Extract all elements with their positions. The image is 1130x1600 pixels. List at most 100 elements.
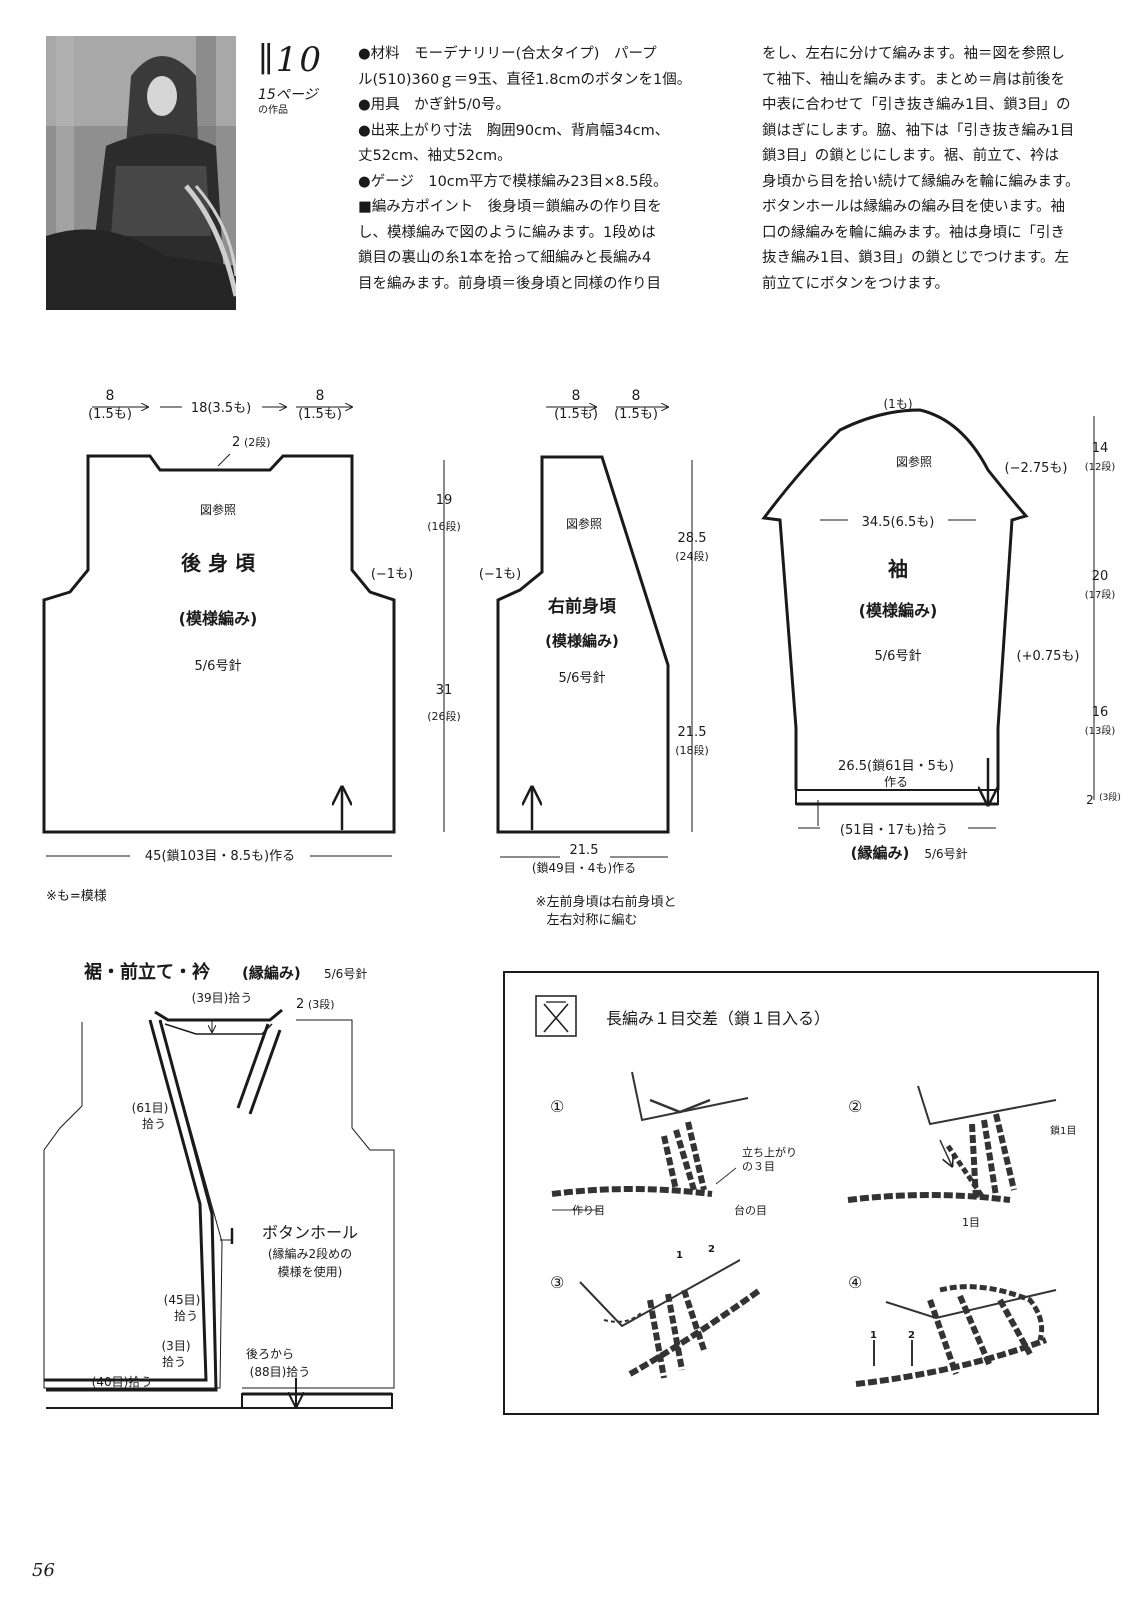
front-top-right-width: 8 bbox=[632, 388, 641, 404]
instruction-line: ボタンホールは縁編みの編み目を使います。袖 bbox=[762, 199, 1066, 215]
front-stitch: (模様編み) bbox=[545, 632, 619, 650]
back-armhole-decrease: (−1も) bbox=[371, 567, 413, 582]
front-note-1: ※左前身頃は右前身頃と bbox=[536, 894, 677, 910]
lower-front-pickup-2: 拾う bbox=[174, 1308, 198, 1323]
back-top-right-width: 8 bbox=[316, 388, 325, 404]
step3-illustration bbox=[579, 1259, 762, 1379]
border-neck-pickup: (39目)拾う bbox=[192, 990, 253, 1005]
stitch-box bbox=[503, 971, 1099, 1415]
instruction-line: 中表に合わせて「引き抜き編み1目、鎖3目」の bbox=[762, 97, 1071, 113]
collar-height: 2 bbox=[296, 997, 304, 1012]
front-note-2: 左右対称に編む bbox=[546, 912, 637, 928]
back-hook: 5/6号針 bbox=[195, 659, 242, 674]
step1-chain-label: 作り目 bbox=[572, 1204, 605, 1217]
step4-arrow-2-label: 2 bbox=[908, 1330, 915, 1341]
front-outline bbox=[496, 455, 670, 834]
instruction-line: ●材料 モーデナリリー(合太タイプ) パープ bbox=[358, 46, 657, 62]
back-name: 後 身 頃 bbox=[181, 551, 256, 575]
step2-one-label: 1目 bbox=[962, 1216, 980, 1229]
sleeve-ref: 図参照 bbox=[896, 454, 932, 469]
front-lower-rows: (18段) bbox=[675, 743, 709, 757]
instruction-line: ル(510)360ｇ＝9玉、直径1.8cmのボタンを1個。 bbox=[358, 71, 692, 88]
sleeve-lower-height: 16 bbox=[1092, 705, 1109, 720]
sleeve-width: 34.5(6.5も) bbox=[862, 515, 935, 530]
step4-number: ④ bbox=[848, 1273, 862, 1292]
model-photo bbox=[46, 36, 236, 310]
step2-ch1-label: 鎖1目 bbox=[1050, 1124, 1076, 1137]
front-hook: 5/6号針 bbox=[559, 671, 606, 686]
front-pickup: (61目) bbox=[132, 1101, 169, 1115]
sleeve-cap-rows: (12段) bbox=[1085, 460, 1116, 473]
instruction-line: て袖下、袖山を編みます。まとめ＝肩は前後を bbox=[762, 71, 1066, 88]
step2-illustration bbox=[847, 1085, 1057, 1203]
sleeve-stitch: (模様編み) bbox=[859, 601, 938, 620]
legend-note: ※も=模様 bbox=[46, 889, 107, 904]
back-upper-height: 19 bbox=[436, 493, 453, 508]
instruction-line: 口の縁編みを輪に編みます。袖は身頃に「引き bbox=[762, 224, 1066, 241]
instruction-line: し、模様編みで図のように編みます。1段めは bbox=[358, 224, 656, 241]
back-neck-width: 18(3.5も) bbox=[191, 401, 251, 416]
step3-arrow-1-label: 1 bbox=[676, 1250, 683, 1261]
sleeve-edging-hook: 5/6号針 bbox=[924, 846, 967, 861]
step1-illustration bbox=[551, 1071, 749, 1211]
back-top-left-width: 8 bbox=[106, 388, 115, 404]
sleeve-pickup: (51目・17も)拾う bbox=[840, 823, 948, 838]
back-lower-rows: (26段) bbox=[427, 709, 461, 723]
sleeve-mid-rows: (17段) bbox=[1085, 588, 1116, 601]
sleeve-top: (1も) bbox=[884, 397, 913, 411]
instruction-line: ●出来上がり寸法 胸囲90cm、背肩幅34cm、 bbox=[358, 122, 670, 139]
front-ref: 図参照 bbox=[566, 516, 602, 531]
page-reference-page: 15ページ bbox=[258, 87, 318, 103]
sleeve-cuff-start: 26.5(鎖61目・5も) bbox=[838, 758, 954, 774]
instruction-line: 前立てにボタンをつけます。 bbox=[762, 275, 950, 292]
back-stitch: (模様編み) bbox=[179, 609, 258, 628]
instruction-line: ●用具 かぎ針5/0号。 bbox=[358, 97, 510, 113]
instructions-column-1: ●材料 モーデナリリー(合太タイプ) パープ ル(510)360ｇ＝9玉、直径1… bbox=[358, 42, 730, 297]
sleeve-cuff bbox=[795, 789, 999, 805]
front-top-left-pattern: (1.5も) bbox=[554, 407, 598, 422]
front-bottom-chain: (鎖49目・4も)作る bbox=[532, 860, 636, 875]
sleeve-name: 袖 bbox=[888, 557, 908, 581]
step4-arrow-1-label: 1 bbox=[870, 1330, 877, 1341]
step1-base-label: 台の目 bbox=[734, 1203, 767, 1217]
buttonhole-label: ボタンホール bbox=[262, 1223, 358, 1242]
back-upper-rows: (16段) bbox=[427, 519, 461, 533]
back-ref: 図参照 bbox=[200, 502, 236, 517]
buttonhole-sub-1: (縁編み2段めの bbox=[268, 1246, 352, 1261]
back-top-right-pattern: (1.5も) bbox=[298, 407, 342, 422]
sleeve-lower-rows: (13段) bbox=[1085, 724, 1116, 737]
stitch-title: 長編み１目交差（鎖１目入る） bbox=[606, 1009, 830, 1028]
border-front-band bbox=[44, 1019, 208, 1382]
instructions-column-2: をし、左右に分けて編みます。袖＝図を参照し て袖下、袖山を編みます。まとめ＝肩は… bbox=[762, 42, 1107, 297]
back-neck-depth: 2 bbox=[232, 435, 240, 450]
back-bottom-width: 45(鎖103目・8.5も)作る bbox=[145, 848, 295, 864]
sleeve-increase: (+0.75も) bbox=[1017, 649, 1080, 664]
collar-rows: (3段) bbox=[308, 997, 335, 1011]
sleeve-cuff-make: 作る bbox=[884, 775, 908, 789]
page-number: 56 bbox=[32, 1560, 55, 1581]
front-bottom-width: 21.5 bbox=[570, 843, 599, 858]
front-top-left-width: 8 bbox=[572, 388, 581, 404]
front-upper-height: 28.5 bbox=[678, 531, 707, 546]
border-hook: 5/6号針 bbox=[324, 966, 367, 981]
corner-pickup-2: 拾う bbox=[162, 1354, 186, 1369]
instruction-line: 抜き編み1目、鎖3目」の鎖とじでつけます。左 bbox=[762, 250, 1069, 266]
back-hem-pickup-2: (88目)拾う bbox=[250, 1364, 311, 1379]
front-name: 右前身頃 bbox=[548, 596, 617, 617]
step3-arrow-2-label: 2 bbox=[708, 1244, 715, 1255]
pattern-number: ∥10 bbox=[258, 40, 323, 80]
step1-rise-label-1: 立ち上がり bbox=[742, 1145, 797, 1159]
instruction-line: ■編み方ポイント 後身頃＝鎖編みの作り目を bbox=[358, 199, 662, 215]
sleeve-hook: 5/6号針 bbox=[875, 649, 922, 664]
instruction-line: 鎖はぎにします。脇、袖下は「引き抜き編み1目 bbox=[762, 122, 1075, 139]
instruction-line: ●ゲージ 10cm平方で模様編み23目×8.5段。 bbox=[358, 173, 668, 190]
sleeve-outline bbox=[761, 408, 1029, 790]
step2-number: ② bbox=[848, 1097, 862, 1116]
back-neck-rows: (2段) bbox=[244, 435, 271, 449]
step4-illustration bbox=[855, 1284, 1057, 1387]
border-title: 裾・前立て・衿 bbox=[84, 961, 210, 983]
instruction-line: 鎖3目」の鎖とじにします。裾、前立て、衿は bbox=[762, 148, 1060, 164]
border-body-outline bbox=[43, 1019, 223, 1389]
back-top-left-pattern: (1.5も) bbox=[88, 407, 132, 422]
